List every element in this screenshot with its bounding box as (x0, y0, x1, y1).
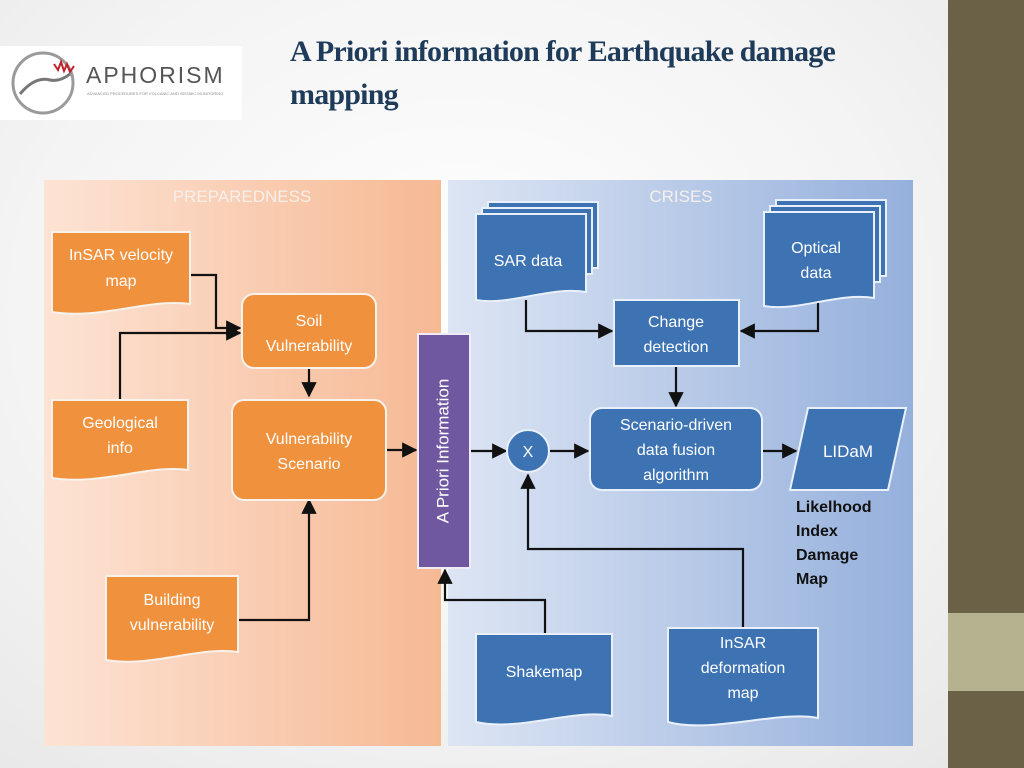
sar-data-label: SAR data (494, 253, 563, 270)
fusion-line2: data fusion (637, 442, 715, 459)
geological-info-node (51, 399, 189, 481)
geological-line1: Geological (82, 415, 158, 432)
a-priori-information-node (417, 333, 471, 569)
insar-deformation-node (667, 627, 819, 727)
vuln-scenario-line1: Vulnerability (266, 431, 353, 448)
sidebar-band (948, 613, 1024, 691)
fusion-line1: Scenario-driven (620, 417, 732, 434)
multiply-label: X (523, 444, 534, 461)
soil-vulnerability-node (241, 293, 377, 369)
lidam-caption-line3: Damage (796, 547, 859, 564)
vuln-scenario-line2: Scenario (277, 456, 340, 473)
lidam-caption: Likelhood Index Damage Map (796, 496, 872, 592)
slide-title: A Priori information for Earthquake dama… (290, 35, 836, 111)
soil-line1: Soil (296, 313, 323, 330)
crises-label: CRISES (649, 187, 712, 206)
change-line1: Change (648, 314, 704, 331)
building-vulnerability-node (105, 575, 239, 663)
lidam-caption-line4: Map (796, 571, 828, 588)
optical-line1: Optical (791, 240, 841, 257)
geological-line2: info (107, 440, 133, 457)
building-line2: vulnerability (130, 617, 214, 634)
soil-line2: Vulnerability (266, 338, 353, 355)
optical-line2: data (800, 265, 831, 282)
logo-wordmark: APHORISM (86, 62, 225, 88)
change-detection-node (613, 299, 740, 367)
lidam-caption-line1: Likelhood (796, 499, 872, 516)
insar-velocity-line2: map (105, 273, 136, 290)
lidam-node (788, 407, 908, 491)
lidam-caption-line2: Index (796, 523, 838, 540)
fusion-algorithm-node (589, 407, 763, 491)
preparedness-label: PREPAREDNESS (173, 187, 312, 206)
a-priori-label: A Priori Information (433, 379, 452, 524)
optical-data-node (763, 199, 887, 309)
insar-velocity-map-node (51, 231, 191, 315)
logo-tagline: ADVANCED PROCEDURES FOR VOLCANIC AND SEI… (87, 91, 224, 96)
multiply-node (506, 429, 550, 473)
insar-def-line1: InSAR (720, 635, 766, 652)
shakemap-node (475, 633, 613, 726)
lidam-label: LIDaM (823, 442, 873, 461)
fusion-line3: algorithm (643, 467, 709, 484)
insar-velocity-line1: InSAR velocity (69, 247, 173, 264)
insar-def-line3: map (727, 685, 758, 702)
shakemap-label: Shakemap (506, 664, 583, 681)
building-line1: Building (144, 592, 201, 609)
change-line2: detection (644, 339, 709, 356)
aphorism-logo (0, 46, 242, 120)
insar-def-line2: deformation (701, 660, 786, 677)
vulnerability-scenario-node (231, 399, 387, 501)
sar-data-node (475, 201, 599, 303)
